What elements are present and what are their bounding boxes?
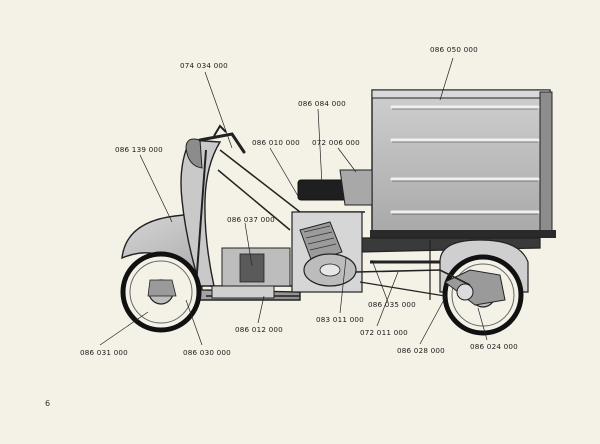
label-handlebar: 074 034 000 xyxy=(180,61,228,70)
label-engine: 083 011 000 xyxy=(316,315,364,324)
label-tank-cover: 086 084 000 xyxy=(298,99,346,108)
label-rear-wheel: 086 024 000 xyxy=(470,342,518,351)
label-floor: 086 037 000 xyxy=(227,215,275,224)
cargo-box-ribs xyxy=(390,105,540,214)
engine xyxy=(291,211,471,297)
label-rear-axle-frame: 086 035 000 xyxy=(368,300,416,309)
label-frame: 086 010 000 xyxy=(252,138,300,147)
rear-wheel xyxy=(439,239,529,336)
label-front-shield: 086 139 000 xyxy=(115,145,163,154)
label-front-wheel: 086 031 000 xyxy=(80,348,128,357)
label-front-fork: 086 030 000 xyxy=(183,348,231,357)
leader-lines xyxy=(99,57,488,346)
label-cargo-box: 086 050 000 xyxy=(430,45,478,54)
floor-compartment xyxy=(211,247,291,299)
page-number: 6 xyxy=(45,399,51,408)
label-rear-suspension: 072 011 000 xyxy=(360,328,408,337)
seat xyxy=(297,169,373,206)
cargo-box xyxy=(370,89,556,238)
label-drive: 086 028 000 xyxy=(397,346,445,355)
label-tank: 072 006 000 xyxy=(312,138,360,147)
label-footboard: 086 012 000 xyxy=(235,325,283,334)
front-wheel xyxy=(120,251,202,333)
scooter-body xyxy=(121,124,301,301)
